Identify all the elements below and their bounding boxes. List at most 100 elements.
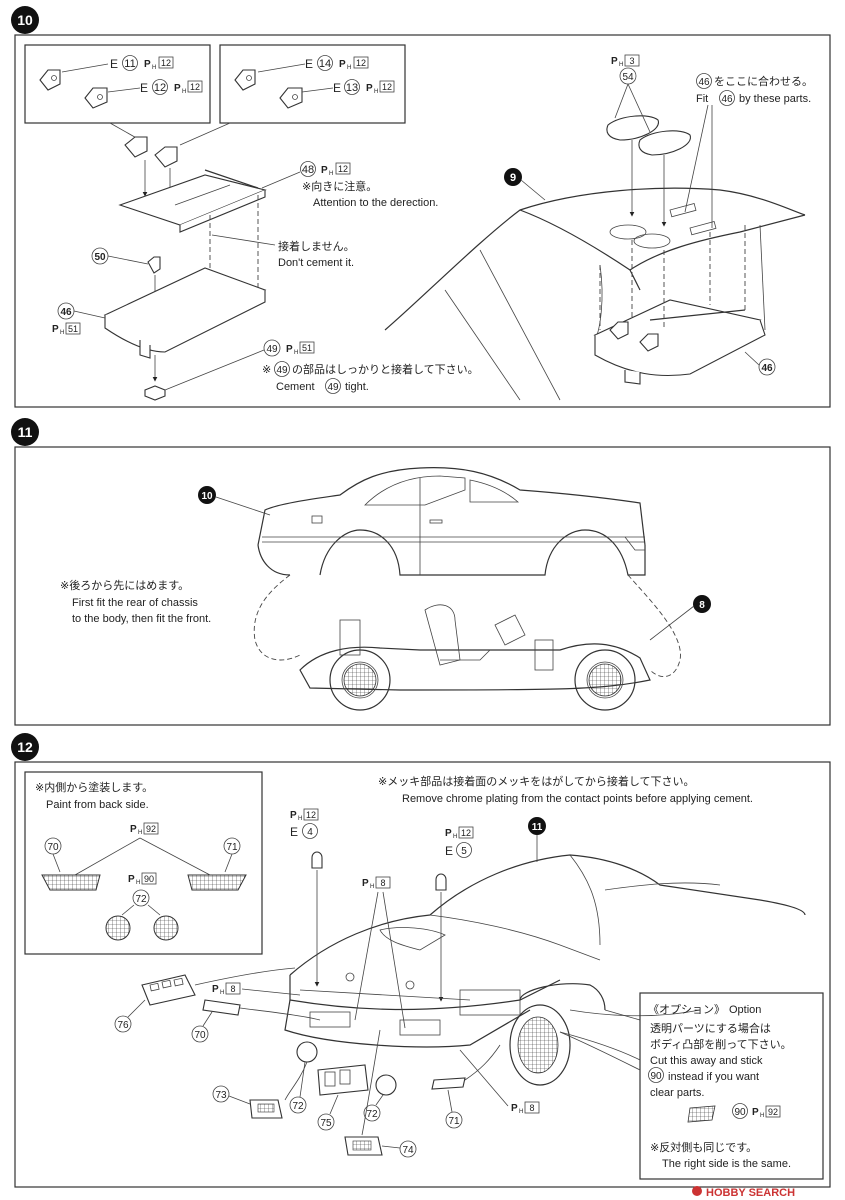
svg-text:3: 3 [629, 56, 634, 66]
svg-text:75: 75 [320, 1118, 332, 1129]
svg-text:P: P [366, 83, 373, 94]
label-48: 48 P H 12 ※向きに注意。 Attention to the derec… [261, 161, 438, 209]
svg-text:接着しません。: 接着しません。 [278, 239, 355, 253]
svg-text:51: 51 [68, 324, 78, 334]
note-direction-jp: ※向きに注意。 [302, 179, 377, 193]
step-11-frame [14, 446, 831, 726]
svg-text:11: 11 [532, 822, 543, 833]
svg-text:P: P [445, 828, 452, 839]
callout-a-p1: 12 [161, 58, 171, 68]
svg-text:透明パーツにする場合は: 透明パーツにする場合は [650, 1021, 771, 1035]
svg-text:※反対側も同じです。: ※反対側も同じです。 [650, 1140, 757, 1154]
svg-text:72: 72 [366, 1109, 378, 1120]
callout-a-e2: E [140, 81, 148, 95]
svg-text:P: P [290, 810, 297, 821]
svg-text:H: H [152, 65, 156, 71]
step-11-badge: 11 [11, 418, 39, 446]
svg-text:90: 90 [734, 1107, 746, 1118]
svg-text:48: 48 [302, 164, 314, 176]
step-10-number: 10 [17, 12, 33, 28]
step-12-badge: 12 [11, 733, 39, 761]
svg-text:49: 49 [327, 382, 339, 393]
label-54: P H 3 54 [611, 54, 640, 85]
label-ph8-top: P H 8 [354, 876, 406, 1029]
parts-step12 [141, 967, 501, 1156]
svg-text:46: 46 [60, 307, 72, 318]
label-body-9: 9 [504, 168, 546, 201]
svg-text:8: 8 [230, 984, 235, 994]
svg-text:H: H [347, 65, 351, 71]
svg-text:※後ろから先にはめます。: ※後ろから先にはめます。 [60, 578, 189, 592]
callout-a-n2: 12 [154, 82, 166, 94]
roof-interior-view [384, 83, 806, 401]
svg-text:の部品はしっかりと接着して下さい。: の部品はしっかりと接着して下さい。 [292, 362, 479, 376]
svg-text:をここに合わせる。: をここに合わせる。 [714, 74, 813, 88]
svg-text:※内側から塗装します。: ※内側から塗装します。 [35, 780, 153, 794]
step-10-frame [14, 34, 831, 408]
label-e4: P H 12 E 4 [290, 808, 323, 987]
part-labels-step12: 76 70 73 72 75 72 74 71 [114, 999, 463, 1158]
svg-text:10: 10 [201, 491, 213, 502]
svg-text:P: P [511, 1103, 518, 1114]
svg-text:P: P [362, 878, 369, 889]
svg-text:clear parts.: clear parts. [650, 1087, 704, 1099]
svg-text:H: H [294, 350, 298, 356]
svg-text:72: 72 [292, 1101, 304, 1112]
svg-text:P: P [212, 984, 219, 995]
svg-text:8: 8 [699, 600, 705, 611]
svg-text:90: 90 [144, 874, 154, 884]
label-ph8-right: P H 8 [459, 1049, 540, 1115]
label-chassis-8: 8 [649, 595, 711, 641]
svg-text:71: 71 [226, 842, 238, 853]
svg-text:46: 46 [721, 94, 733, 105]
car-front-view [284, 854, 806, 1086]
svg-text:P: P [611, 56, 618, 67]
callout-b-e2: E [333, 81, 341, 95]
svg-text:by these parts.: by these parts. [739, 93, 811, 105]
watermark-logo: HOBBY SEARCH [692, 1186, 795, 1199]
svg-text:72: 72 [135, 894, 147, 905]
option-box: 《オプション》 Option 透明パーツにする場合は ボディ凸部を削って下さい。… [559, 992, 824, 1180]
svg-text:12: 12 [17, 739, 33, 755]
callout-a-n1: 11 [124, 58, 135, 70]
svg-text:H: H [370, 884, 374, 890]
callout-a-e1: E [110, 57, 118, 71]
note-chrome-plating: ※メッキ部品は接着面のメッキをはがしてから接着して下さい。 Remove chr… [378, 774, 753, 805]
svg-text:12: 12 [338, 164, 348, 174]
svg-text:5: 5 [461, 846, 467, 857]
step-12-frame [14, 761, 831, 1188]
svg-text:46: 46 [698, 77, 710, 88]
svg-text:92: 92 [768, 1107, 778, 1117]
svg-text:P: P [339, 59, 346, 70]
svg-text:H: H [136, 880, 140, 886]
label-46b: 46 [744, 351, 776, 376]
svg-text:E: E [290, 825, 298, 839]
svg-text:54: 54 [622, 72, 634, 83]
svg-text:11: 11 [18, 424, 33, 440]
svg-text:P: P [52, 324, 59, 335]
svg-text:70: 70 [194, 1030, 206, 1041]
svg-text:9: 9 [510, 172, 516, 184]
svg-text:《オプション》: 《オプション》 [648, 1003, 725, 1016]
svg-text:Don't cement it.: Don't cement it. [278, 257, 354, 269]
svg-text:70: 70 [47, 842, 59, 853]
svg-text:※: ※ [262, 363, 271, 376]
svg-text:H: H [182, 89, 186, 95]
svg-text:H: H [60, 330, 64, 336]
svg-text:8: 8 [380, 878, 385, 888]
svg-text:P: P [286, 344, 293, 355]
callout-b-n2: 13 [346, 82, 358, 94]
chassis [299, 604, 651, 711]
svg-text:76: 76 [117, 1020, 129, 1031]
callout-box-a: E 11 P H 12 E 12 P H 12 [24, 44, 211, 124]
svg-text:The right side is the same.: The right side is the same. [662, 1158, 791, 1170]
svg-text:First fit the rear of chassis: First fit the rear of chassis [72, 597, 198, 609]
svg-text:92: 92 [146, 824, 156, 834]
fit-path-dashed [253, 574, 681, 677]
svg-text:instead if you want: instead if you want [668, 1071, 759, 1083]
svg-text:tight.: tight. [345, 381, 369, 393]
label-fit-46: 46 をここに合わせる。 Fit 46 by these parts. [684, 73, 813, 228]
svg-text:H: H [220, 990, 224, 996]
svg-text:P: P [144, 59, 151, 70]
label-e5: P H 12 E 5 [435, 826, 474, 1002]
